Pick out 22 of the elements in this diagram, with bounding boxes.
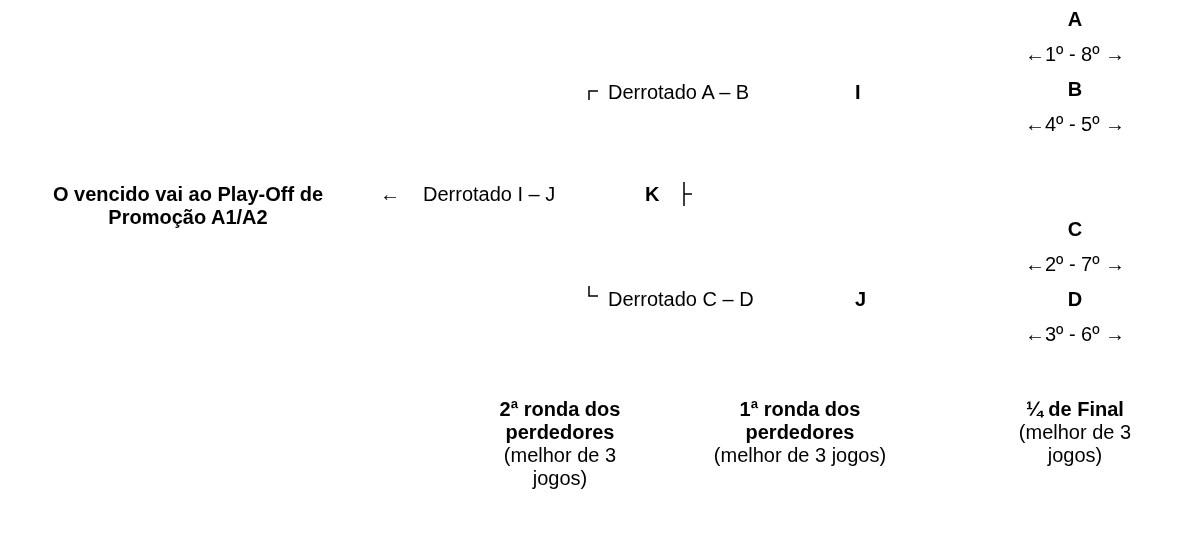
seed-pairing: ←1º - 8º → — [1023, 43, 1127, 66]
match-letter: J — [855, 288, 867, 311]
team-letter: A — [1066, 8, 1084, 31]
round-note: (melhor de 3 jogos) — [712, 444, 888, 467]
round-note: (melhor de 3 jogos) — [1017, 421, 1133, 467]
round-heading: 2ª ronda dos perdedores — [498, 398, 622, 444]
match-label: Derrotado I – J — [423, 183, 556, 206]
match-letter: K — [645, 183, 660, 206]
team-letter: B — [1066, 78, 1084, 101]
arrow-symbol: ← — [380, 183, 400, 206]
seed-pairing: ←3º - 6º → — [1023, 323, 1127, 346]
round-heading: 1ª ronda dos perdedores — [738, 398, 862, 444]
round-note: (melhor de 3 jogos) — [502, 444, 618, 490]
match-letter: I — [855, 81, 861, 104]
round-heading: ¼ de Final — [1025, 398, 1125, 421]
team-letter: C — [1066, 218, 1084, 241]
seed-pairing: ←2º - 7º → — [1023, 253, 1127, 276]
match-label: Derrotado C – D — [608, 288, 754, 311]
outcome-text: O vencido vai ao Play-Off de Promoção A1/A2 — [51, 183, 325, 229]
match-label: Derrotado A – B — [608, 81, 750, 104]
team-letter: D — [1066, 288, 1084, 311]
seed-pairing: ←4º - 5º → — [1023, 113, 1127, 136]
